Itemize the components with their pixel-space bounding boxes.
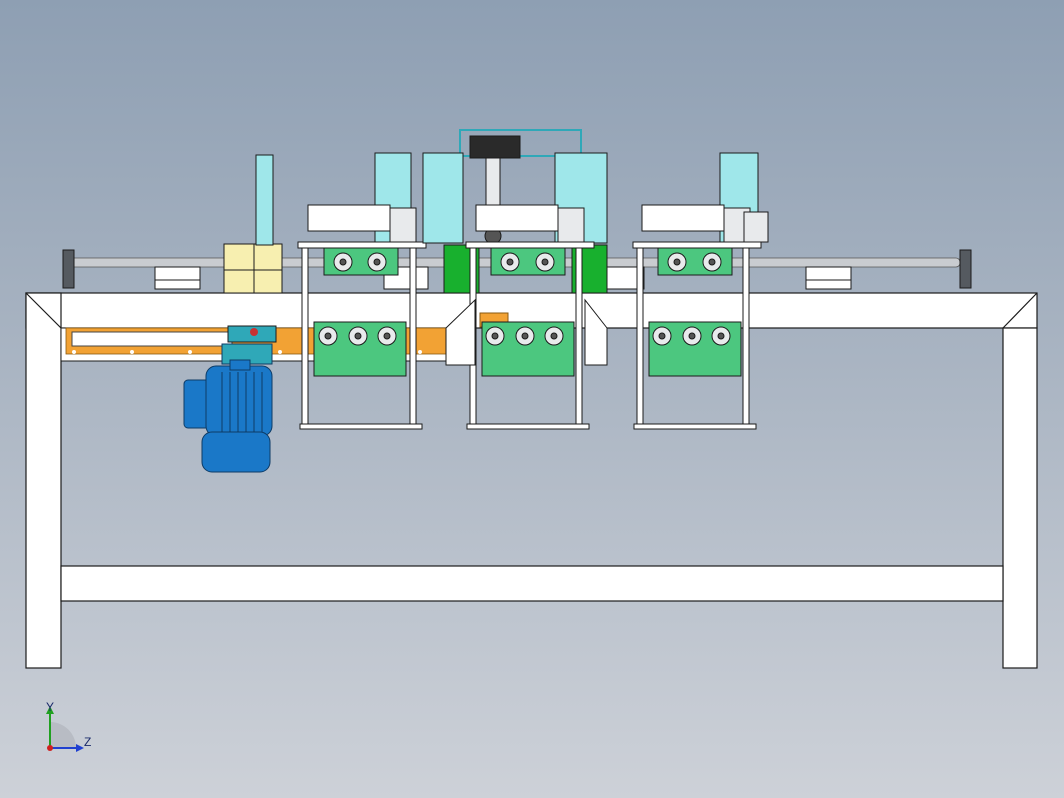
shaft-right-support xyxy=(959,249,972,289)
stepper-motor xyxy=(469,135,521,159)
frame-lower-crossbar xyxy=(60,565,1004,602)
left-guide-blocks xyxy=(223,154,283,294)
machine-frame xyxy=(25,292,1038,669)
station-2 xyxy=(422,152,608,430)
frame-left-leg xyxy=(25,292,62,669)
shaft-left-support xyxy=(62,249,75,289)
coordinate-triad-icon[interactable]: Y Z xyxy=(46,700,91,752)
station-1 xyxy=(297,152,427,430)
triad-y-label: Y xyxy=(46,700,54,714)
triad-z-label: Z xyxy=(84,735,91,749)
electric-motor xyxy=(183,343,273,473)
main-shaft xyxy=(62,249,972,290)
station-3 xyxy=(632,152,769,430)
frame-right-leg xyxy=(1002,327,1038,669)
